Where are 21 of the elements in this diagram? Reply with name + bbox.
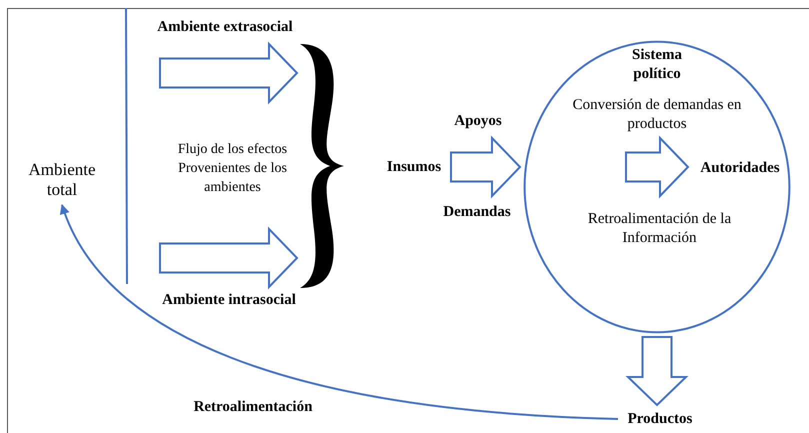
block-arrow [626,336,688,406]
block-arrow [159,42,298,104]
node-label: Productos [618,409,702,429]
circle-title: Sistema político [631,46,683,84]
block-arrow [625,136,690,198]
feedback-arrow [60,204,618,420]
node-label: Insumos [380,157,448,177]
text-label: Retroalimentación [192,398,314,417]
brace-drawing [300,42,345,290]
system-circle [523,40,791,334]
node-label: Ambiente extrasocial [140,17,310,37]
block-arrow [159,226,298,290]
node-label: Ambiente intrasocial [146,290,312,310]
block-arrow [450,136,522,198]
node-label: Ambiente total [12,160,112,202]
text-label: Flujo de los efectos Provenientes de los ambientes [176,141,288,197]
circle-text: Conversión de demandas en productos [572,96,742,134]
text-label: Apoyos [453,112,503,131]
text-label: Demandas [442,203,512,222]
circle-text: Retroalimentación de la Información [586,210,732,248]
node-label: Autoridades [691,157,789,179]
